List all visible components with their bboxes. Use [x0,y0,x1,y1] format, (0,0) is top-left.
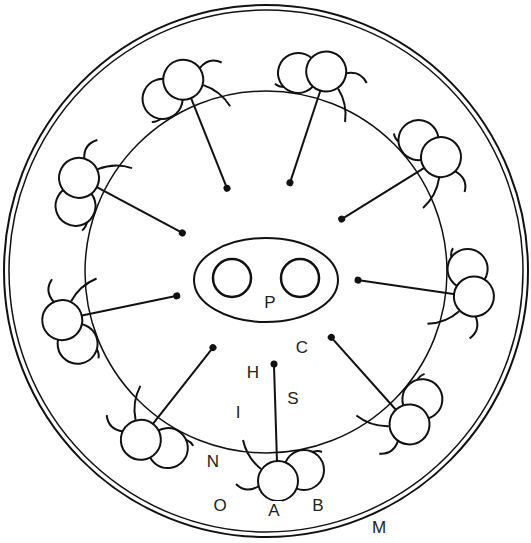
part-label: C [294,338,310,357]
part-label: H [245,363,261,382]
part-label: N [205,452,221,471]
part-label: A [266,501,281,520]
part-label: P [262,293,277,312]
part-label: B [310,496,325,515]
part-label: S [285,389,300,408]
part-label: M [370,518,388,537]
part-label: I [234,403,243,422]
part-label: O [211,496,228,515]
